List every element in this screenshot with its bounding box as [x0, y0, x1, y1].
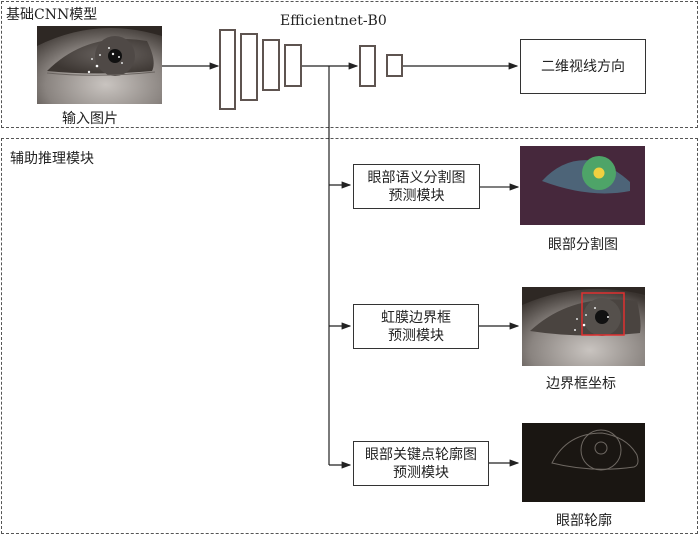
head-layer-2 — [386, 54, 403, 77]
network-layer-1 — [219, 29, 236, 110]
bbox-module-line1: 虹膜边界框 — [381, 309, 451, 326]
iris-bounding-box — [581, 292, 625, 336]
segmentation-module-line2: 预测模块 — [388, 187, 445, 204]
segmentation-output-caption: 眼部分割图 — [548, 237, 618, 253]
segmentation-module-line1: 眼部语义分割图 — [367, 169, 466, 186]
contour-output-caption: 眼部轮廓 — [556, 513, 612, 529]
contour-output-image — [522, 423, 645, 502]
input-image-caption: 输入图片 — [62, 111, 118, 127]
segmentation-output-image — [520, 146, 645, 225]
contour-module-box: 眼部关键点轮廓图 预测模块 — [353, 441, 489, 486]
auxiliary-region — [1, 138, 698, 534]
gaze-direction-output-box: 二维视线方向 — [520, 39, 646, 94]
contour-module-line1: 眼部关键点轮廓图 — [365, 446, 477, 463]
network-layer-3 — [262, 39, 280, 91]
network-layer-2 — [240, 33, 258, 101]
auxiliary-region-label: 辅助推理模块 — [10, 151, 94, 167]
head-layer-1 — [359, 45, 376, 87]
base-cnn-region — [1, 1, 698, 128]
bbox-module-box: 虹膜边界框 预测模块 — [353, 304, 479, 349]
base-cnn-region-label: 基础CNN模型 — [6, 7, 98, 23]
network-name-label: Efficientnet-B0 — [280, 13, 387, 29]
network-layer-4 — [284, 44, 302, 87]
segmentation-module-box: 眼部语义分割图 预测模块 — [353, 164, 480, 209]
bbox-output-caption: 边界框坐标 — [546, 376, 616, 392]
contour-module-line2: 预测模块 — [393, 464, 449, 481]
input-eye-image — [37, 26, 162, 104]
bbox-module-line2: 预测模块 — [388, 327, 444, 344]
gaze-direction-label: 二维视线方向 — [541, 58, 625, 75]
bbox-output-image — [522, 287, 645, 366]
